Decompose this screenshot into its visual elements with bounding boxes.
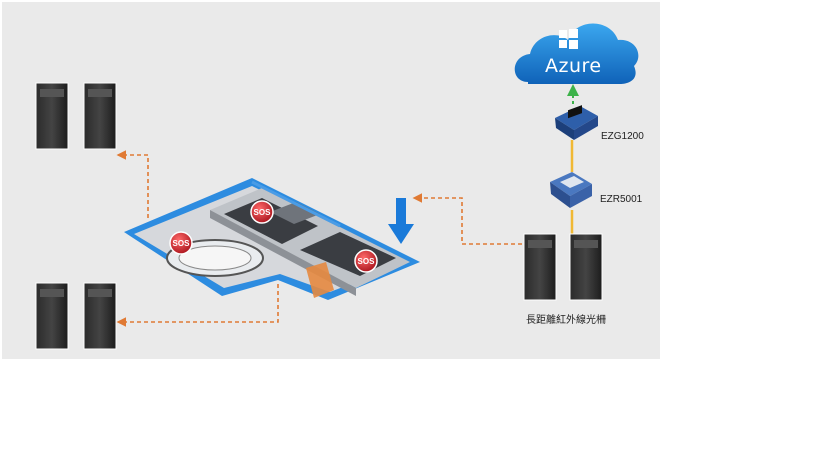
converter-label: EZR5001: [600, 194, 643, 205]
gateway-device-icon: [555, 105, 598, 140]
infrared-sensor-tower-left: [523, 233, 557, 301]
sos-badge-2: [169, 231, 193, 255]
down-arrow-icon: [388, 198, 414, 244]
sos-label-3: SOS: [358, 257, 376, 266]
factory-structure: [124, 178, 420, 300]
converter-device-icon: [550, 172, 592, 208]
sos-badge-1: [250, 200, 274, 224]
sensor-tower-top-left-a: [35, 82, 69, 150]
connector-top-left: [116, 150, 149, 218]
azure-cloud-icon: [514, 23, 639, 84]
sensor-tower-top-left-b: [83, 82, 117, 150]
sos-badge-3: [354, 249, 378, 273]
cloud-label: Azure: [545, 55, 602, 77]
sos-label-2: SOS: [173, 239, 191, 248]
connector-lines: [116, 150, 522, 327]
windows-logo-icon: [559, 29, 578, 49]
sensor-caption: 長距離紅外線光柵: [526, 315, 606, 326]
connector-right: [412, 193, 522, 245]
sensor-tower-bottom-left-a: [35, 282, 69, 350]
connector-bottom-left: [116, 284, 279, 327]
sensor-tower-bottom-left-b: [83, 282, 117, 350]
infrared-sensor-tower-right: [569, 233, 603, 301]
gateway-label: EZG1200: [601, 131, 644, 142]
sos-label-1: SOS: [254, 208, 272, 217]
